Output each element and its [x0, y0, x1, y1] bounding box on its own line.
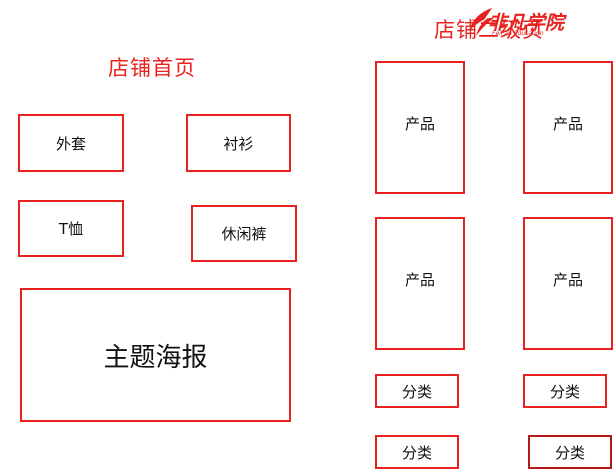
logo-text: 非凡学院: [488, 12, 565, 34]
home-page-title: 店铺首页: [108, 56, 196, 80]
box-casual-pants: 休闲裤: [191, 205, 297, 262]
box-coats: 外套: [18, 114, 124, 172]
category-box: 分类: [523, 374, 607, 408]
product-box: 产品: [523, 217, 613, 350]
box-tshirts: T恤: [18, 200, 124, 257]
category-box: 分类: [375, 374, 459, 408]
product-box: 产品: [375, 217, 465, 350]
logo-swoosh-icon: [470, 8, 494, 36]
product-box: 产品: [523, 61, 613, 194]
category-box: 分类: [375, 435, 459, 469]
logo-subtext: FeiFan Education: [492, 30, 544, 37]
box-shirts: 衬衫: [186, 114, 291, 172]
product-box: 产品: [375, 61, 465, 194]
feifan-logo: 非凡学院 FeiFan Education: [466, 6, 574, 40]
box-theme-poster: 主题海报: [20, 288, 291, 422]
category-box: 分类: [528, 435, 612, 469]
